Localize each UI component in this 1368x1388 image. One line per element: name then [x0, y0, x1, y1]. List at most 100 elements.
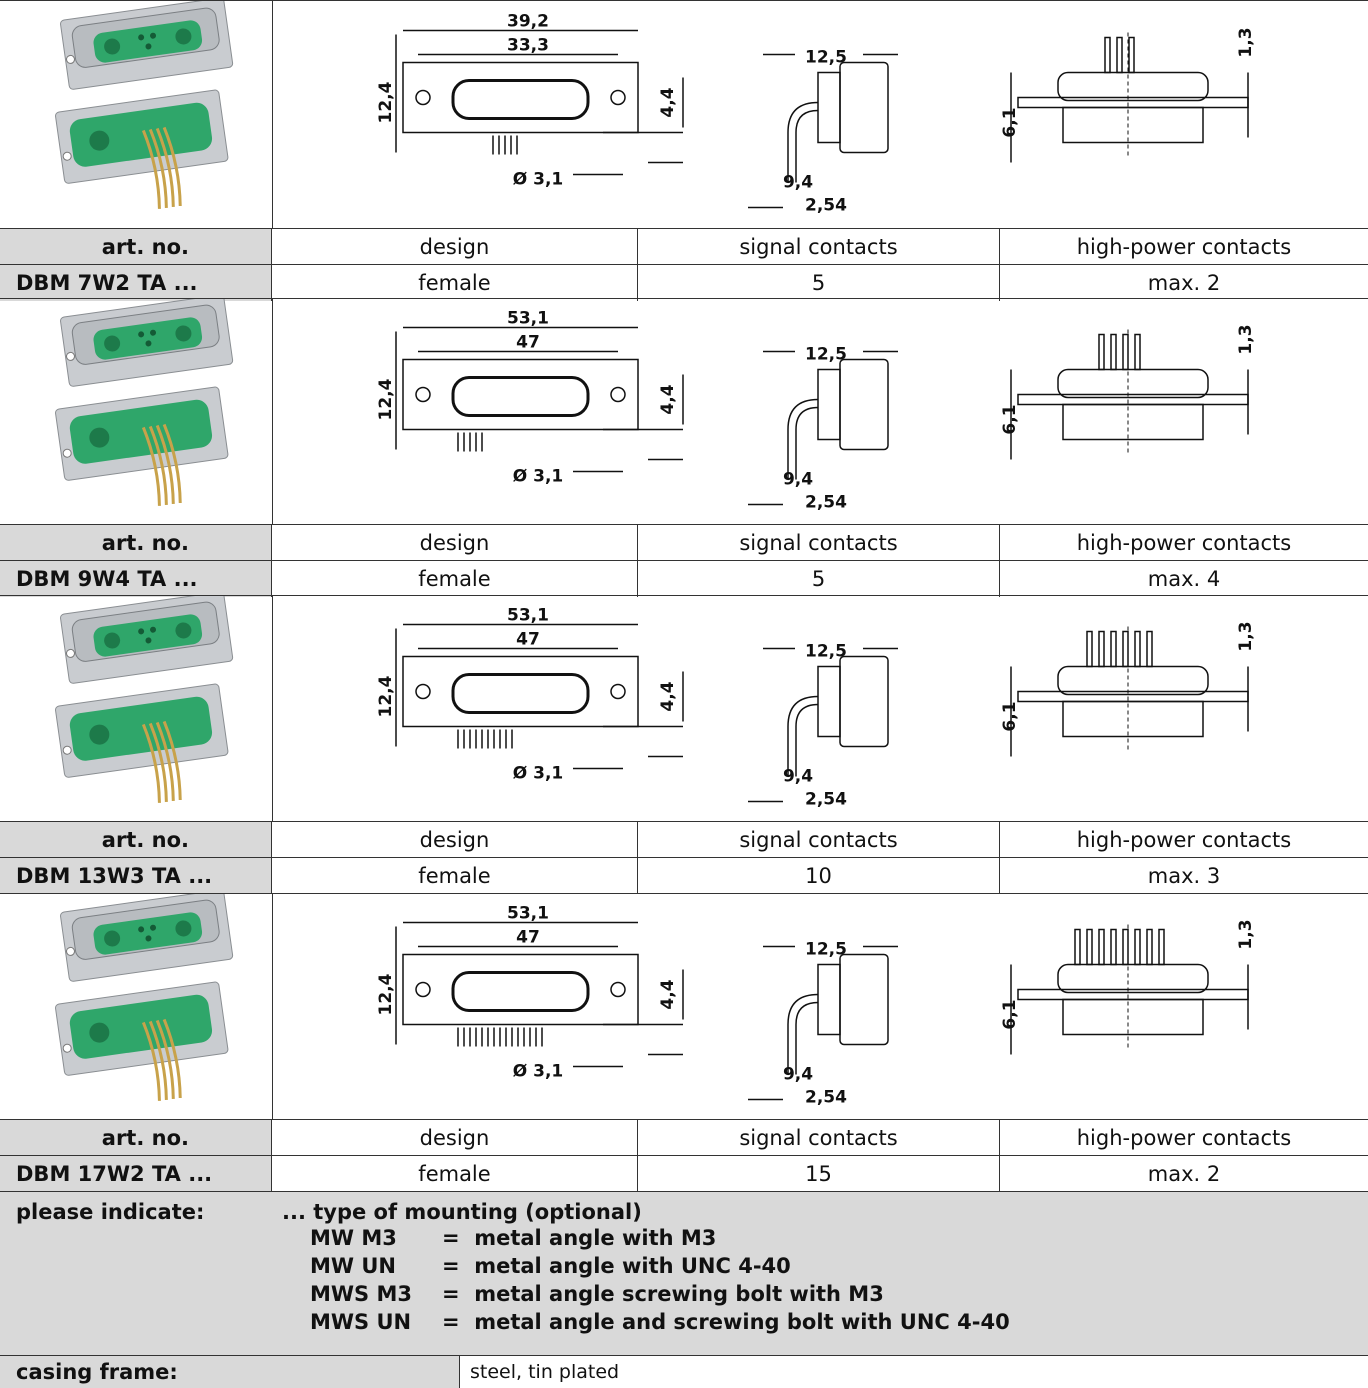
top-pin-mark — [1104, 36, 1111, 74]
column-header-row: art. no. design signal contacts high-pow… — [0, 228, 1368, 265]
mounting-option-code: MW UN — [310, 1254, 396, 1278]
high-power-contacts-value: max. 3 — [1147, 864, 1221, 888]
mounting-option-description: = metal angle and screwing bolt with UNC… — [442, 1310, 1010, 1334]
dim-side2: 6,1 — [1000, 701, 1020, 731]
product-image-row: 53,1 47 12,4 4,4 Ø 3,1 12,5 9,4 2,54 — [0, 889, 1368, 1120]
top-pin-mark — [1110, 630, 1117, 668]
signal-contacts-header: signal contacts — [638, 822, 1000, 858]
top-pin-mark — [1158, 928, 1165, 966]
dim-side2: 6,1 — [1000, 999, 1020, 1029]
high-power-contacts-value: max. 2 — [1147, 1162, 1221, 1186]
dim-pitch2: 2,54 — [805, 196, 847, 216]
front-view — [395, 29, 684, 176]
dim-offset: 4,4 — [658, 681, 678, 711]
top-pin-mark — [1134, 928, 1141, 966]
connector-photo — [0, 889, 273, 1120]
column-header-row: art. no. design signal contacts high-pow… — [0, 821, 1368, 858]
connector-photo — [0, 591, 273, 822]
top-pin-mark — [1128, 36, 1135, 74]
dim-outer-width: 39,2 — [507, 12, 549, 32]
top-pin-mark — [1098, 333, 1105, 371]
top-pin-mark — [1134, 333, 1141, 371]
dim-offset: 4,4 — [658, 384, 678, 414]
art-no-header: art. no. — [0, 525, 272, 561]
technical-drawing: 53,1 47 12,4 4,4 Ø 3,1 12,5 9,4 2,54 — [273, 299, 1368, 525]
column-header-row: art. no. design signal contacts high-pow… — [0, 524, 1368, 561]
product-image-row: 53,1 47 12,4 4,4 Ø 3,1 12,5 9,4 2,54 — [0, 591, 1368, 822]
dim-inner-width: 47 — [516, 630, 540, 650]
dim-outer-width: 53,1 — [507, 904, 549, 924]
signal-contacts-value: 5 — [638, 265, 1000, 301]
casing-frame-label: casing frame: — [0, 1356, 460, 1388]
product-image-row: 53,1 47 12,4 4,4 Ø 3,1 12,5 9,4 2,54 — [0, 294, 1368, 525]
dim-side2: 6,1 — [1000, 107, 1020, 137]
mounting-option-description: = metal angle screwing bolt with M3 — [442, 1282, 884, 1306]
dim-side1: 1,3 — [1236, 919, 1256, 949]
dim-outer-width: 53,1 — [507, 606, 549, 626]
top-pin-mark — [1074, 928, 1081, 966]
dim-pitch2: 2,54 — [805, 1088, 847, 1108]
top-pin-mark — [1122, 333, 1129, 371]
design-header: design — [272, 822, 638, 858]
top-pin-mark — [1098, 630, 1105, 668]
dim-hole: Ø 3,1 — [513, 764, 564, 784]
please-indicate-block: please indicate: ... type of mounting (o… — [0, 1191, 1368, 1356]
design-value: female — [272, 561, 638, 597]
dim-depth: 12,5 — [805, 642, 847, 662]
top-pin-mark — [1110, 333, 1117, 371]
casing-frame-row: casing frame: steel, tin plated — [0, 1355, 1368, 1388]
art-no-value: DBM 13W3 TA ... — [0, 858, 272, 894]
side-view — [748, 53, 898, 209]
top-pin-mark — [1146, 630, 1153, 668]
high-power-contacts-header: high-power contacts — [1076, 531, 1292, 555]
dim-side1: 1,3 — [1236, 27, 1256, 57]
design-value: female — [272, 1156, 638, 1192]
product-value-row: DBM 9W4 TA ... female 5 max. 4 — [0, 560, 1368, 597]
dim-pitch1: 9,4 — [783, 767, 813, 787]
art-no-value: DBM 17W2 TA ... — [0, 1156, 272, 1192]
dim-inner-width: 33,3 — [507, 36, 549, 56]
design-header: design — [272, 525, 638, 561]
art-no-value: DBM 7W2 TA ... — [0, 265, 272, 301]
dim-inner-width: 47 — [516, 928, 540, 948]
column-header-row: art. no. design signal contacts high-pow… — [0, 1119, 1368, 1156]
signal-contacts-value: 10 — [638, 858, 1000, 894]
art-no-value: DBM 9W4 TA ... — [0, 561, 272, 597]
front-view — [395, 326, 684, 473]
top-pin-mark — [1116, 36, 1123, 74]
top-view — [1010, 924, 1249, 1055]
high-power-contacts-value: max. 2 — [1147, 271, 1221, 295]
mounting-option-code: MWS UN — [310, 1310, 412, 1334]
product-value-row: DBM 13W3 TA ... female 10 max. 3 — [0, 857, 1368, 894]
dim-side1: 1,3 — [1236, 324, 1256, 354]
side-view — [748, 647, 898, 803]
dim-height: 12,4 — [376, 973, 396, 1015]
signal-contacts-value: 5 — [638, 561, 1000, 597]
high-power-contacts-header: high-power contacts — [1076, 828, 1292, 852]
top-pin-mark — [1134, 630, 1141, 668]
dim-hole: Ø 3,1 — [513, 467, 564, 487]
top-pin-mark — [1122, 630, 1129, 668]
product-value-row: DBM 17W2 TA ... female 15 max. 2 — [0, 1155, 1368, 1192]
front-view — [395, 623, 684, 770]
dim-outer-width: 53,1 — [507, 309, 549, 329]
dim-height: 12,4 — [376, 378, 396, 420]
connector-photo — [0, 294, 273, 525]
technical-drawing: 53,1 47 12,4 4,4 Ø 3,1 12,5 9,4 2,54 — [273, 596, 1368, 822]
product-image-row: 39,2 33,3 12,4 4,4 Ø 3,1 12,5 9,4 2,54 — [0, 0, 1368, 229]
top-pin-mark — [1086, 630, 1093, 668]
design-header: design — [272, 1120, 638, 1156]
mounting-option-description: = metal angle with UNC 4-40 — [442, 1254, 791, 1278]
dim-hole: Ø 3,1 — [513, 1062, 564, 1082]
design-value: female — [272, 265, 638, 301]
connector-photo — [0, 0, 273, 229]
dim-offset: 4,4 — [658, 979, 678, 1009]
top-pin-mark — [1146, 928, 1153, 966]
technical-drawing: 53,1 47 12,4 4,4 Ø 3,1 12,5 9,4 2,54 — [273, 894, 1368, 1120]
top-pin-mark — [1110, 928, 1117, 966]
art-no-header: art. no. — [0, 1120, 272, 1156]
mounting-heading: ... type of mounting (optional) — [282, 1200, 642, 1224]
top-pin-mark — [1122, 928, 1129, 966]
top-pin-mark — [1098, 928, 1105, 966]
top-view — [1010, 626, 1249, 757]
